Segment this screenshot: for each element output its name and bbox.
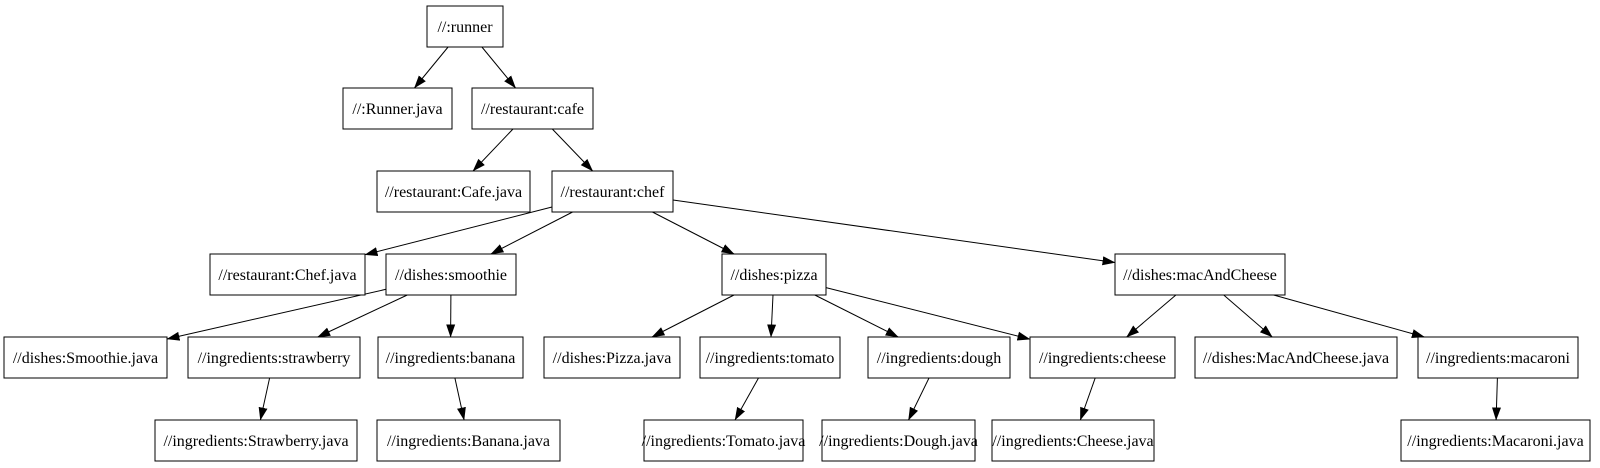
edge-smoothie-strawberry <box>317 294 408 338</box>
node-label: //ingredients:macaroni <box>1426 350 1571 367</box>
graph-node-tomato_java: //ingredients:Tomato.java <box>642 419 806 462</box>
node-box <box>376 170 531 213</box>
node-box <box>209 253 366 296</box>
graph-node-macaroni: //ingredients:macaroni <box>1417 336 1579 379</box>
edge-mac_and_cheese-cheese <box>1126 294 1177 338</box>
node-label: //dishes:Smoothie.java <box>13 350 158 367</box>
node-label: //ingredients:Tomato.java <box>642 433 806 450</box>
node-box <box>187 336 361 379</box>
node-box <box>377 336 524 379</box>
graph-node-tomato: //ingredients:tomato <box>699 336 841 379</box>
node-label: //ingredients:dough <box>877 350 1001 367</box>
edge-pizza-tomato <box>767 294 777 338</box>
edge-cheese-cheese_java <box>1079 377 1096 421</box>
node-box <box>991 419 1155 462</box>
graph-node-pizza_java: //dishes:Pizza.java <box>543 336 681 379</box>
node-label: //:Runner.java <box>352 101 442 118</box>
node-box <box>543 336 681 379</box>
edge-runner-runner_java <box>414 46 449 89</box>
node-box <box>1029 336 1176 379</box>
edge-chef-smoothie <box>490 211 573 255</box>
edge-chef-mac_and_cheese <box>672 199 1116 266</box>
edge-pizza-pizza_java <box>651 294 735 338</box>
node-box <box>1400 419 1591 462</box>
graph-node-runner_java: //:Runner.java <box>342 87 453 130</box>
edge-tomato-tomato_java <box>734 377 759 421</box>
node-box <box>1114 253 1286 296</box>
graph-node-runner: //:runner <box>426 5 504 48</box>
graph-node-strawberry: //ingredients:strawberry <box>187 336 361 379</box>
node-label: //ingredients:banana <box>386 350 516 367</box>
node-label: //restaurant:Chef.java <box>218 267 356 284</box>
edges-layer <box>166 46 1501 421</box>
graph-node-smoothie: //dishes:smoothie <box>385 253 517 296</box>
edge-banana-banana_java <box>454 377 466 421</box>
graph-node-mac_and_cheese_java: //dishes:MacAndCheese.java <box>1194 336 1398 379</box>
node-label: //ingredients:tomato <box>706 350 835 367</box>
node-label: //ingredients:Strawberry.java <box>163 433 348 450</box>
node-box <box>551 170 674 213</box>
edge-dough-dough_java <box>908 377 930 421</box>
node-label: //ingredients:Macaroni.java <box>1407 433 1583 450</box>
node-label: //dishes:MacAndCheese.java <box>1203 350 1389 367</box>
graph-node-cheese_java: //ingredients:Cheese.java <box>991 419 1155 462</box>
graph-node-macaroni_java: //ingredients:Macaroni.java <box>1400 419 1591 462</box>
edge-strawberry-strawberry_java <box>258 377 271 421</box>
edge-pizza-dough <box>814 294 899 338</box>
node-label: //restaurant:Cafe.java <box>385 184 522 201</box>
edge-chef-pizza <box>652 211 735 255</box>
graph-node-cheese: //ingredients:cheese <box>1029 336 1176 379</box>
node-box <box>699 336 841 379</box>
node-box <box>721 253 827 296</box>
node-label: //ingredients:Banana.java <box>387 433 550 450</box>
graph-node-chef: //restaurant:chef <box>551 170 674 213</box>
node-box <box>1417 336 1579 379</box>
edge-smoothie-smoothie_java <box>166 288 387 341</box>
graph-node-dough: //ingredients:dough <box>867 336 1011 379</box>
graph-node-banana_java: //ingredients:Banana.java <box>376 419 561 462</box>
edge-cafe-cafe_java <box>472 128 514 172</box>
node-label: //restaurant:chef <box>561 184 666 201</box>
edge-pizza-cheese <box>825 287 1031 341</box>
node-label: //:runner <box>437 19 493 36</box>
node-box <box>643 419 804 462</box>
graph-node-chef_java: //restaurant:Chef.java <box>209 253 366 296</box>
edge-runner-cafe <box>481 46 516 89</box>
node-box <box>342 87 453 130</box>
node-label: //dishes:Pizza.java <box>553 350 672 367</box>
node-box <box>471 87 594 130</box>
node-label: //ingredients:strawberry <box>198 350 351 367</box>
node-box <box>376 419 561 462</box>
node-label: //ingredients:Dough.java <box>819 433 978 450</box>
edge-mac_and_cheese-macaroni <box>1273 294 1425 338</box>
edge-cafe-chef <box>551 128 594 172</box>
graph-node-strawberry_java: //ingredients:Strawberry.java <box>154 419 358 462</box>
node-box <box>1194 336 1398 379</box>
node-label: //dishes:macAndCheese <box>1123 267 1277 284</box>
node-label: //restaurant:cafe <box>481 101 584 118</box>
edge-macaroni-macaroni_java <box>1491 377 1501 421</box>
graph-node-pizza: //dishes:pizza <box>721 253 827 296</box>
node-box <box>3 336 168 379</box>
node-box <box>154 419 358 462</box>
graph-node-mac_and_cheese: //dishes:macAndCheese <box>1114 253 1286 296</box>
node-box <box>426 5 504 48</box>
node-label: //ingredients:Cheese.java <box>992 433 1153 450</box>
graph-node-smoothie_java: //dishes:Smoothie.java <box>3 336 168 379</box>
edge-mac_and_cheese-mac_and_cheese_java <box>1223 294 1273 338</box>
node-label: //dishes:smoothie <box>395 267 507 284</box>
node-box <box>821 419 976 462</box>
edge-chef-chef_java <box>364 206 553 256</box>
node-box <box>385 253 517 296</box>
node-label: //ingredients:cheese <box>1039 350 1166 367</box>
graph-node-banana: //ingredients:banana <box>377 336 524 379</box>
node-box <box>867 336 1011 379</box>
graph-node-dough_java: //ingredients:Dough.java <box>819 419 978 462</box>
node-label: //dishes:pizza <box>730 267 817 284</box>
graph-node-cafe: //restaurant:cafe <box>471 87 594 130</box>
nodes-layer: //:runner //:Runner.java //restaurant:cafe… <box>3 5 1591 462</box>
graph-node-cafe_java: //restaurant:Cafe.java <box>376 170 531 213</box>
